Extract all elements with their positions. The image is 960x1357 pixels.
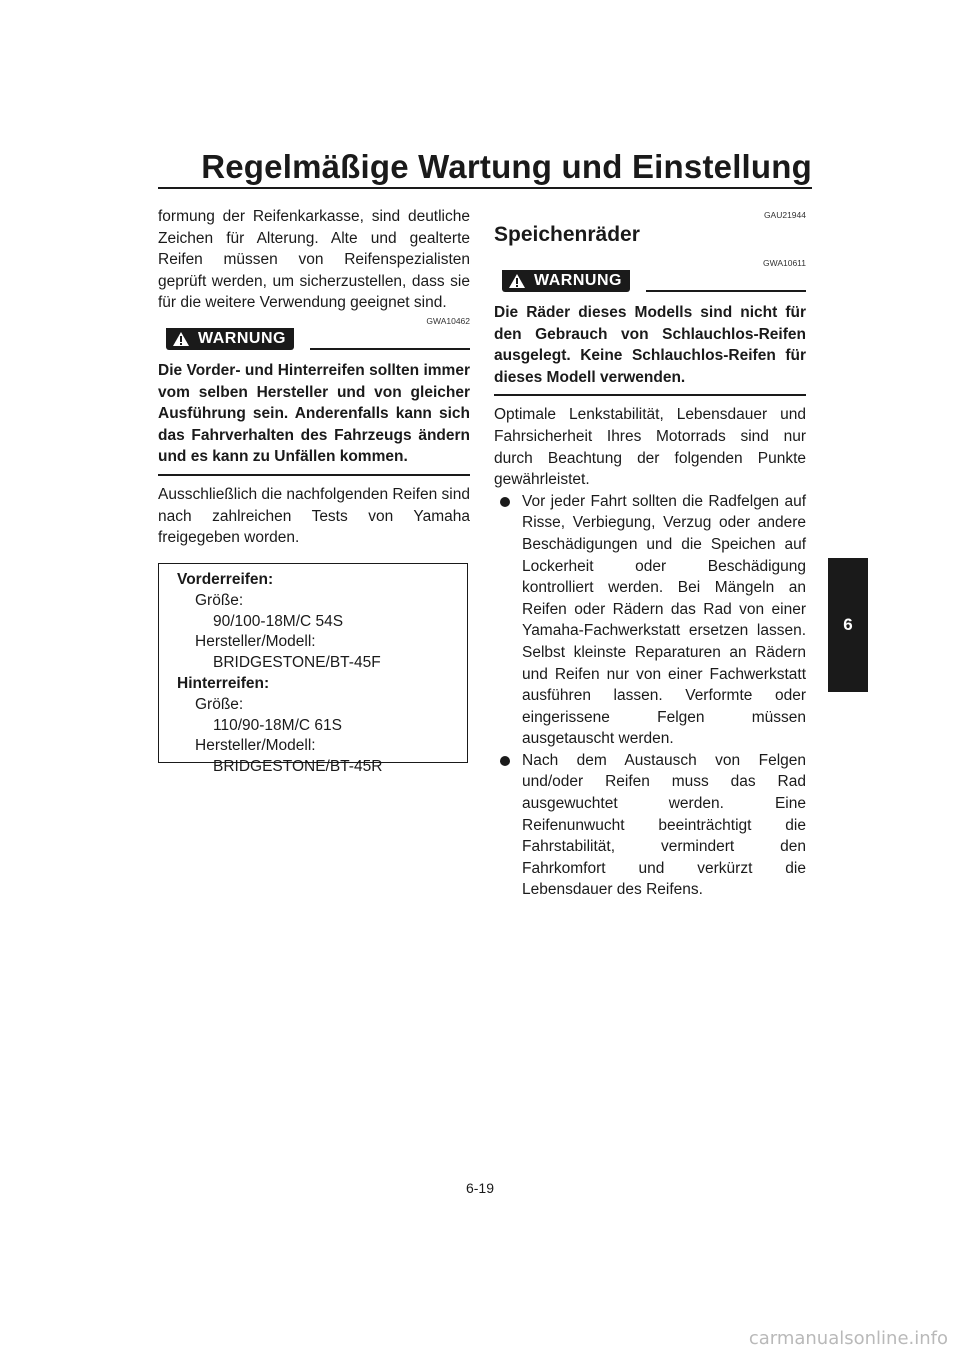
rear-maker-value: BRIDGESTONE/BT-45R: [213, 758, 383, 776]
right-warning-end-rule: [494, 394, 806, 397]
front-size-value: 90/100-18M/C 54S: [213, 612, 344, 630]
left-column: formung der Reifenkarkasse, sind deutlic…: [158, 206, 470, 549]
section-title: Speichenräder: [494, 223, 640, 246]
page-number: 6-19: [465, 1180, 495, 1196]
left-warning-badge: WARNUNG: [166, 327, 294, 350]
list-item: Nach dem Austausch von Felgen und/oder R…: [494, 750, 806, 901]
header-rule: [158, 187, 812, 189]
right-warning-badge: WARNUNG: [502, 270, 630, 292]
bullet-dot-icon: [500, 496, 510, 507]
rear-size-label: Größe:: [195, 695, 244, 713]
left-after-warning-paragraph: Ausschließlich die nachfolgenden Reifen …: [158, 485, 470, 547]
warning-triangle-icon: [173, 331, 189, 346]
right-warning-text: Die Räder dieses Modells sind nicht für …: [494, 304, 806, 386]
front-size-label: Größe:: [195, 591, 244, 609]
right-intro-paragraph: Optimale Lenkstabilität, Lebensdauer und…: [494, 406, 806, 489]
chapter-tab-label: 6: [843, 615, 853, 634]
list-item-text: Vor jeder Fahrt sollten die Radfelgen au…: [522, 492, 806, 748]
right-warning-line: [645, 290, 806, 292]
list-item: Vor jeder Fahrt sollten die Radfelgen au…: [494, 491, 806, 750]
watermark: carmanualsonline.info: [748, 1328, 948, 1349]
left-warning-label: WARNUNG: [198, 329, 286, 347]
left-warning-end-rule: [158, 473, 470, 476]
front-tire-label: Vorderreifen:: [177, 571, 274, 588]
front-maker-value: BRIDGESTONE/BT-45F: [213, 654, 381, 672]
rear-tire-label: Hinterreifen:: [177, 674, 270, 692]
page-title: Regelmäßige Wartung und Einstellung: [201, 148, 812, 185]
left-warning-text: Die Vorder- und Hinterreifen sollten imm…: [158, 361, 470, 466]
right-column: GAU21944 Speichenräder GWA10611 WARNUNG …: [494, 206, 806, 901]
wheel-check-list: Vor jeder Fahrt sollten die Radfelgen au…: [494, 491, 806, 901]
section-code: GAU21944: [763, 210, 806, 220]
left-intro-paragraph: formung der Reifenkarkasse, sind deutlic…: [158, 208, 470, 312]
chapter-tab: 6: [828, 558, 868, 692]
left-warning-header: WARNUNG: [158, 327, 470, 350]
rear-size-value: 110/90-18M/C 61S: [213, 716, 342, 734]
bullet-dot-icon: [500, 755, 510, 766]
right-warning-code: GWA10611: [763, 258, 806, 268]
tire-spec-box: Vorderreifen: Größe: 90/100-18M/C 54S He…: [158, 563, 468, 775]
rear-maker-label: Hersteller/Modell:: [195, 737, 316, 755]
warning-triangle-icon: [509, 274, 525, 288]
front-maker-label: Hersteller/Modell:: [195, 633, 316, 651]
list-item-text: Nach dem Austausch von Felgen und/oder R…: [522, 751, 806, 899]
left-warning-line: [309, 347, 470, 350]
right-warning-header: WARNUNG: [494, 270, 806, 292]
left-warning-code: GWA10462: [426, 315, 470, 326]
right-warning-label: WARNUNG: [534, 272, 622, 289]
